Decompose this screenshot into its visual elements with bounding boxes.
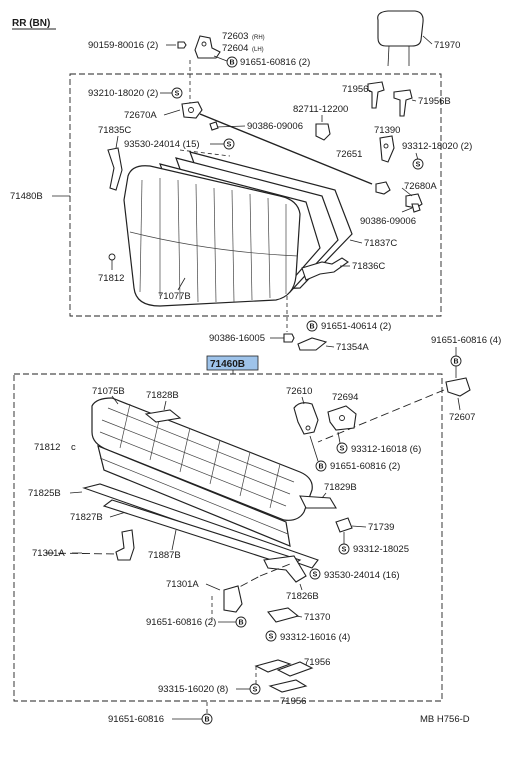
label-71956-c: 71956 xyxy=(280,696,306,707)
label-71812-a: 71812 xyxy=(98,273,124,284)
label-91651-a: 91651-60816 (2) xyxy=(240,57,310,68)
label-93530-b: 93530-24014 (16) xyxy=(324,570,400,581)
bracket-71354a xyxy=(297,337,328,351)
label-71829b: 71829B xyxy=(324,482,357,493)
label-72694: 72694 xyxy=(332,392,358,403)
label-71301a-1: 71301A xyxy=(32,548,65,559)
label-71301a-2: 71301A xyxy=(166,579,199,590)
label-71956-a: 71956 xyxy=(304,657,330,668)
label-91651-e: 91651-60816 (2) xyxy=(146,617,216,628)
label-71887b: 71887B xyxy=(148,550,181,561)
label-71970: 71970 xyxy=(434,40,460,51)
bracket-72610 xyxy=(293,402,319,435)
label-71956b-1: 71956B xyxy=(342,84,375,95)
label-91651-b: 91651-40614 (2) xyxy=(321,321,391,332)
svg-text:(LH): (LH) xyxy=(252,47,264,53)
label-93312-a: 93312-18020 (2) xyxy=(402,141,472,152)
label-91651-c: 91651-60816 (4) xyxy=(431,335,501,346)
svg-text:c: c xyxy=(71,442,76,453)
release-rod-72651 xyxy=(199,113,373,185)
label-72651: 72651 xyxy=(336,149,362,160)
guide-71956b-2 xyxy=(393,89,413,117)
assembly-label-box xyxy=(206,355,259,371)
label-71480b: 71480B xyxy=(10,191,43,202)
label-71075b: 71075B xyxy=(92,386,125,397)
hinge-71301a-2 xyxy=(223,585,243,613)
svg-text:S: S xyxy=(416,162,421,169)
label-71077b: 71077B xyxy=(158,291,191,302)
svg-text:S: S xyxy=(342,547,347,554)
svg-text:S: S xyxy=(175,91,180,98)
footer-code: MB H756-D xyxy=(420,714,470,725)
pad-71739 xyxy=(335,517,353,533)
label-72603: 72603 xyxy=(222,31,248,42)
label-72610: 72610 xyxy=(286,386,312,397)
lock-72670a xyxy=(181,101,203,119)
label-71836c: 71836C xyxy=(352,261,385,272)
label-82711: 82711-12200 xyxy=(293,104,348,115)
svg-text:S: S xyxy=(269,634,274,641)
backrest-group-box xyxy=(69,73,442,317)
label-71390: 71390 xyxy=(374,125,400,136)
seat-cushion-group-box xyxy=(13,373,443,702)
label-71370: 71370 xyxy=(304,612,330,623)
label-71956b-2: 71956B xyxy=(418,96,451,107)
lock-striker-72603 xyxy=(194,35,221,59)
label-72604: 72604 xyxy=(222,43,248,54)
label-91651-f: 91651-60816 xyxy=(108,714,164,725)
label-72680a: 72680A xyxy=(404,181,437,192)
label-71354a: 71354A xyxy=(336,342,369,353)
label-71828b: 71828B xyxy=(146,390,179,401)
label-90386-a: 90386-09006 xyxy=(247,121,303,132)
svg-text:S: S xyxy=(313,572,318,579)
seat-cushion-71075b xyxy=(91,397,313,547)
label-90159: 90159-80016 (2) xyxy=(88,40,158,51)
label-90386-c: 90386-16005 xyxy=(209,333,265,344)
guide-71956b-1 xyxy=(367,81,385,109)
svg-text:S: S xyxy=(227,142,232,149)
assembly-label: 71460B xyxy=(210,359,245,370)
headrest-71970 xyxy=(377,10,433,67)
guide-71956-c xyxy=(268,679,308,693)
svg-text:(RH): (RH) xyxy=(252,35,265,41)
lever-71390 xyxy=(379,135,395,163)
label-72670a: 72670A xyxy=(124,110,157,121)
label-91651-d: 91651-60816 (2) xyxy=(330,461,400,472)
label-72607: 72607 xyxy=(449,412,475,423)
svg-text:B: B xyxy=(204,717,209,724)
label-93210: 93210-18020 (2) xyxy=(88,88,158,99)
label-93315: 93315-16020 (8) xyxy=(158,684,228,695)
label-71835c: 71835C xyxy=(98,125,131,136)
section-label: RR (BN) xyxy=(12,18,50,29)
label-90386-b: 90386-09006 xyxy=(360,216,416,227)
label-71825b: 71825B xyxy=(28,488,61,499)
label-93530-a: 93530-24014 (15) xyxy=(124,139,200,150)
svg-text:S: S xyxy=(253,687,258,694)
label-93312-c: 93312-18025 xyxy=(353,544,409,555)
svg-text:B: B xyxy=(309,324,314,331)
label-71826b: 71826B xyxy=(286,591,319,602)
label-71837c: 71837C xyxy=(364,238,397,249)
label-71827b: 71827B xyxy=(70,512,103,523)
label-93312-b: 93312-16018 (6) xyxy=(351,444,421,455)
label-71812-b: 71812 xyxy=(34,442,60,453)
guide-71956-a xyxy=(254,659,292,673)
svg-text:B: B xyxy=(453,359,458,366)
svg-text:S: S xyxy=(340,446,345,453)
svg-text:B: B xyxy=(238,620,243,627)
label-93312-d: 93312-16016 (4) xyxy=(280,632,350,643)
clamp-82711 xyxy=(315,123,331,141)
hinge-71301a-1 xyxy=(115,529,135,561)
hinge-71836c xyxy=(301,257,349,281)
svg-text:B: B xyxy=(229,60,234,67)
hinge-71835c xyxy=(107,147,123,191)
seatback-71077b xyxy=(123,151,353,307)
bracket-71370 xyxy=(267,607,300,623)
bracket-72607 xyxy=(445,377,471,397)
svg-text:B: B xyxy=(318,464,323,471)
bracket-71826b xyxy=(263,555,307,583)
label-71739: 71739 xyxy=(368,522,394,533)
